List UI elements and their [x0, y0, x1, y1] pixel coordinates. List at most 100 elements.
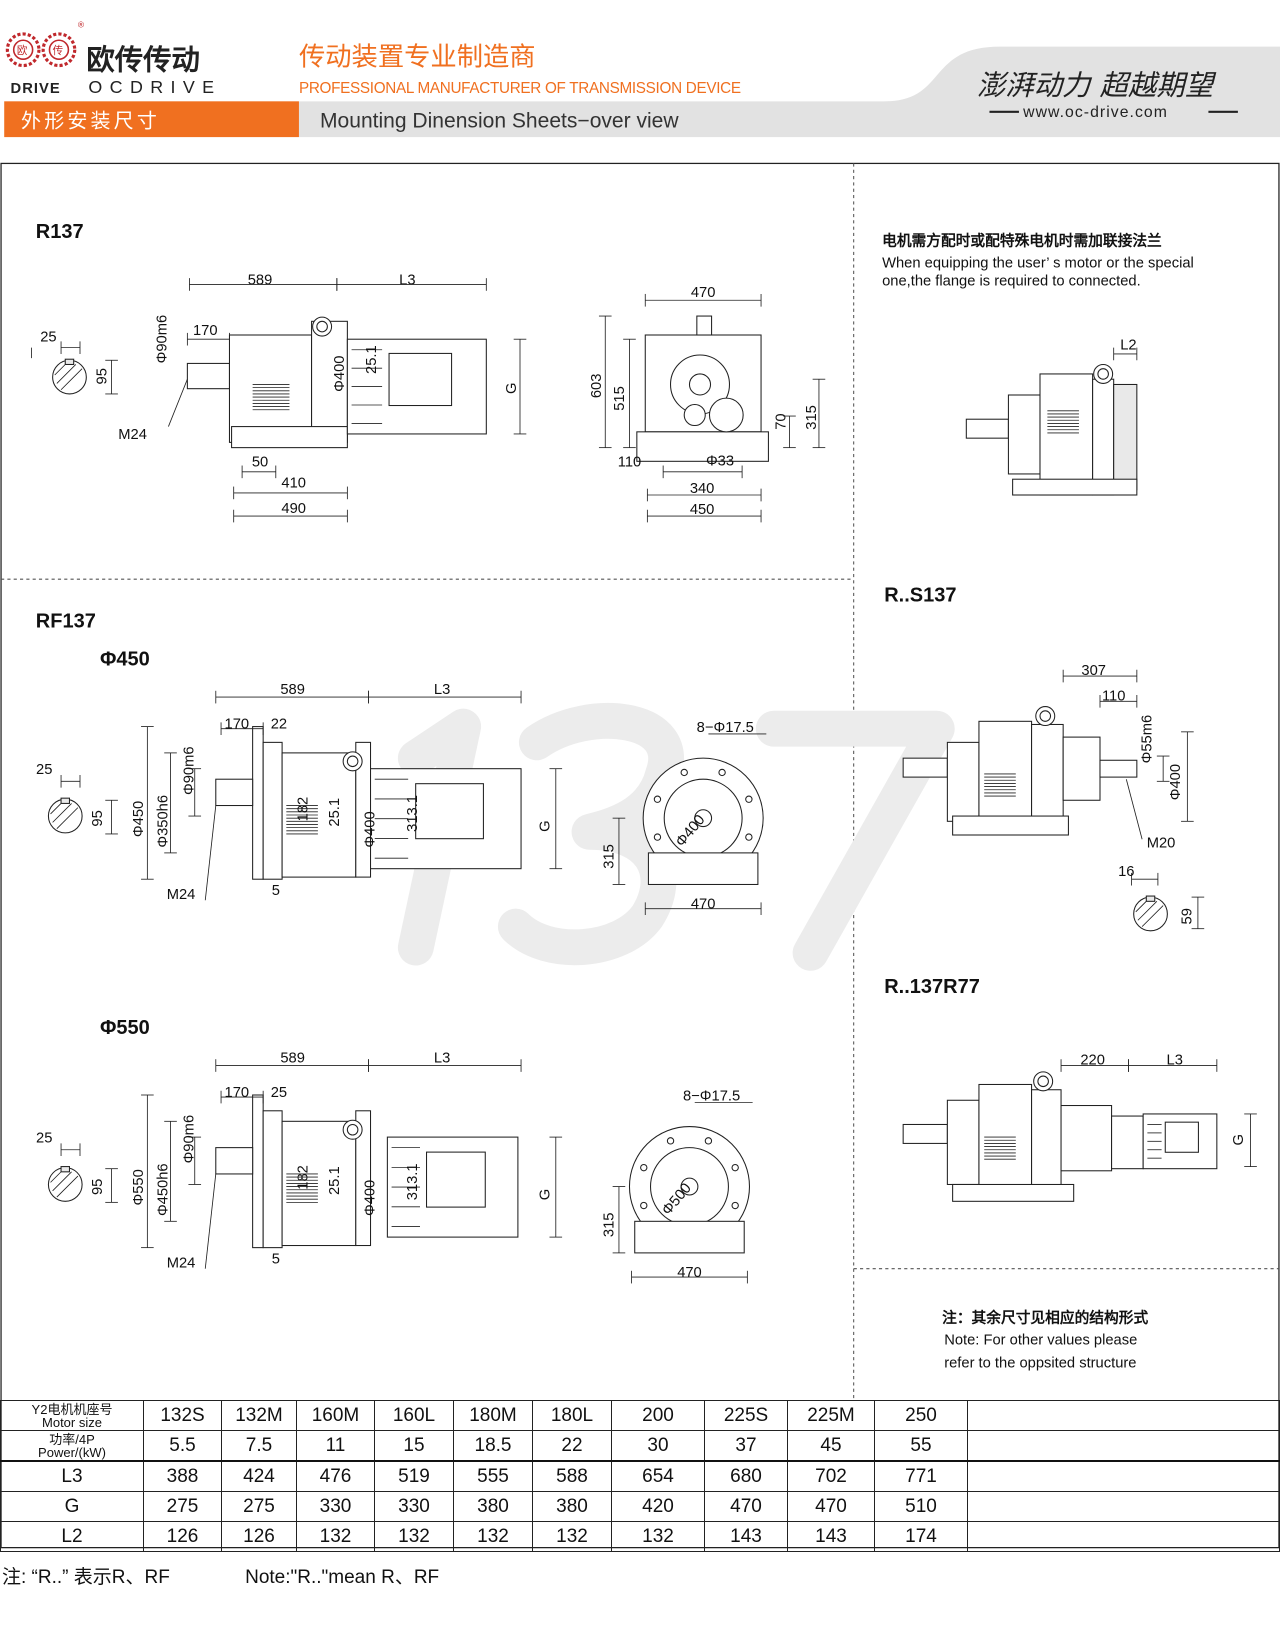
dimension-label: 515	[612, 386, 628, 411]
keyway	[60, 797, 70, 804]
dimension-label: 110	[618, 455, 641, 471]
power-header-line: Power/(kW)	[38, 1444, 106, 1460]
dimension-label: 25	[40, 329, 56, 345]
flange-note-cn: 电机需方配时或配特殊电机时需加联接法兰	[882, 232, 1162, 250]
dimension-label: 170	[193, 323, 218, 339]
foot	[952, 815, 1069, 836]
dimension-label: 315	[804, 405, 820, 430]
leader-line	[1125, 779, 1143, 840]
dimension-label: Φ400	[332, 356, 348, 392]
foot	[1012, 478, 1138, 496]
table-cell: 771	[874, 1460, 968, 1492]
bolt-hole	[731, 1201, 739, 1210]
bolt-hole	[653, 833, 662, 841]
dimension-label: L3	[434, 1050, 450, 1066]
housing	[1039, 373, 1094, 496]
dimension-label: G	[1231, 1134, 1247, 1145]
power-cell: 45	[787, 1430, 875, 1462]
shaft-section	[1133, 896, 1168, 932]
table-cell	[967, 1430, 1280, 1462]
table-cell: 510	[874, 1491, 968, 1522]
drawing-title-rs137: R..S137	[884, 584, 956, 606]
other-note-cn: 注：其余尺寸见相应的结构形式	[942, 1308, 1148, 1326]
dimension-label: 450	[690, 502, 715, 518]
housing	[262, 1110, 283, 1249]
bolt-hole	[704, 1137, 713, 1145]
table-cell: 132	[611, 1521, 705, 1552]
dimension-label: 16	[1118, 864, 1134, 880]
power-cell: 5.5	[143, 1430, 222, 1462]
dimension-label: 50	[252, 455, 268, 471]
footnote-en: Note:"R.."mean R、RF	[245, 1567, 440, 1588]
dimension-label: 603	[589, 374, 605, 399]
dimension-label: 25.1	[327, 1166, 343, 1195]
dimension-label: 470	[691, 897, 716, 913]
drawing-subtitle: Φ450	[100, 649, 150, 671]
keyway	[64, 358, 75, 365]
power-cell: 18.5	[453, 1430, 533, 1462]
row-label: G	[0, 1491, 144, 1522]
foot	[952, 1183, 1075, 1202]
dimension-label: Φ90m6	[182, 746, 198, 795]
table-cell: 476	[296, 1460, 375, 1492]
logo-gears: 欧 传 ®	[5, 20, 85, 68]
dimension-label: Φ450	[131, 801, 147, 837]
dimension-label: 589	[280, 682, 305, 698]
motor-size-header-line: Y2电机机座号	[31, 1401, 113, 1417]
bolt-hole	[640, 1201, 648, 1210]
shaft-circle	[694, 809, 713, 828]
dimension-label: L3	[434, 682, 450, 698]
terminal-box	[426, 1151, 486, 1208]
dimension-label: 25.1	[327, 798, 343, 827]
bolt-hole	[666, 1137, 675, 1145]
dimension-label: 307	[1081, 663, 1106, 679]
svg-text:欧: 欧	[17, 45, 28, 57]
dimension-label: Φ90m6	[154, 315, 170, 364]
power-header-line: 功率/4P	[49, 1431, 95, 1447]
motor-size-cell: 200	[611, 1400, 705, 1431]
svg-text:®: ®	[78, 20, 85, 30]
dimension-label: G	[537, 1189, 553, 1200]
housing	[1111, 1115, 1144, 1170]
flange	[252, 1094, 264, 1249]
terminal-box	[388, 352, 453, 407]
base	[647, 852, 759, 885]
dimension-label: 70	[773, 413, 789, 429]
power-cell: 30	[611, 1430, 705, 1462]
dimension-label: 170	[225, 1085, 250, 1101]
housing	[1092, 378, 1115, 496]
flange-note-en: When equipping the user’ s motor or the …	[882, 256, 1194, 272]
shaft-section	[47, 798, 83, 834]
input-flange	[1062, 736, 1101, 801]
output-shaft	[902, 757, 948, 778]
table-cell: 330	[296, 1491, 375, 1522]
bolt-hole	[718, 768, 726, 777]
motor-size-cell: 132S	[143, 1400, 222, 1431]
output-shaft	[215, 778, 254, 807]
header-grey-band	[298, 46, 1280, 138]
dimension-label: Φ90m6	[182, 1115, 198, 1164]
dimension-label: G	[504, 382, 520, 393]
dimension-label: 5	[272, 883, 280, 899]
dimension-label: 95	[94, 368, 110, 384]
eyebolt-hole	[1097, 368, 1109, 380]
other-note-en: refer to the oppsited structure	[944, 1356, 1136, 1372]
table-cell	[967, 1460, 1280, 1492]
dimension-label: 95	[90, 1179, 106, 1195]
website[interactable]: www.oc-drive.com	[1022, 104, 1168, 121]
eyebolt-hole	[316, 320, 328, 333]
dimension-label: 59	[1180, 908, 1196, 924]
table-cell	[967, 1521, 1280, 1552]
power-cell: 55	[874, 1430, 968, 1462]
keyway	[60, 1166, 70, 1173]
bolt-hole	[745, 795, 753, 803]
dimension-label: 110	[1102, 688, 1125, 704]
dimension-label: 25	[36, 762, 52, 778]
dimension-label: 220	[1080, 1052, 1105, 1068]
housing	[946, 741, 980, 822]
